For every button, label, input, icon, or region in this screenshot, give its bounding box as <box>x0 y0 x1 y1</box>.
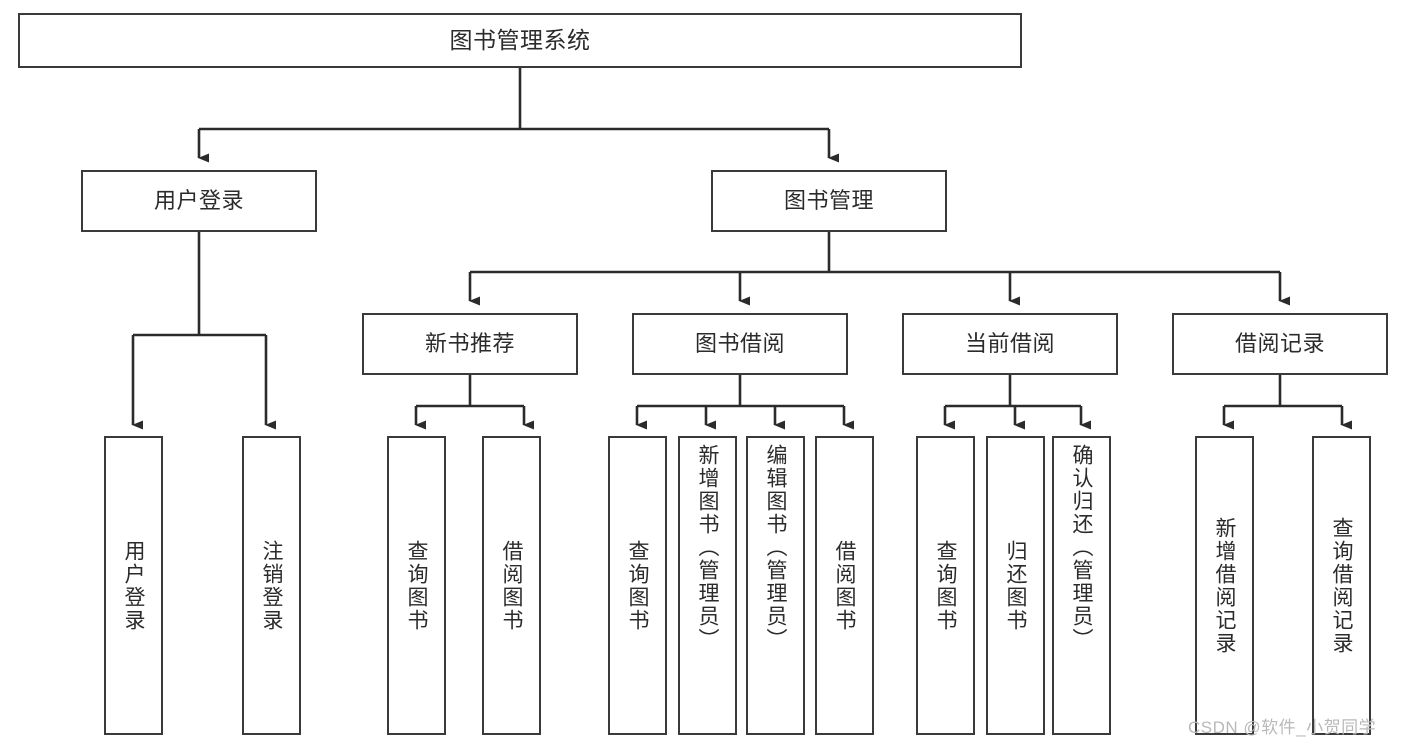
node-leaf-add-record-label: 新增借阅记录 <box>1213 516 1236 655</box>
node-leaf-query-book-2[interactable]: 查询图书 <box>608 436 667 735</box>
node-leaf-edit-book[interactable]: 编辑图书（管理员） <box>746 436 805 735</box>
node-current-borrow-label: 当前借阅 <box>964 331 1055 357</box>
node-leaf-borrow-book-2-label: 借阅图书 <box>833 539 856 632</box>
node-leaf-confirm-return-label: 确认归还（管理员） <box>1070 444 1093 651</box>
node-leaf-add-book[interactable]: 新增图书（管理员） <box>678 436 737 735</box>
node-book-manage-label: 图书管理 <box>783 188 874 214</box>
node-leaf-return-book[interactable]: 归还图书 <box>986 436 1045 735</box>
node-user-login[interactable]: 用户登录 <box>81 170 317 232</box>
watermark: CSDN @软件_小贺同学 <box>1188 718 1377 737</box>
node-root-label: 图书管理系统 <box>449 27 591 54</box>
node-leaf-add-record[interactable]: 新增借阅记录 <box>1195 436 1254 735</box>
node-leaf-query-book-3-label: 查询图书 <box>934 539 957 632</box>
node-leaf-user-login[interactable]: 用户登录 <box>104 436 163 735</box>
node-leaf-query-book-1-label: 查询图书 <box>405 539 428 632</box>
node-leaf-borrow-book-2[interactable]: 借阅图书 <box>815 436 874 735</box>
node-leaf-borrow-book-1-label: 借阅图书 <box>500 539 523 632</box>
node-borrow-record-label: 借阅记录 <box>1234 331 1325 357</box>
node-book-borrow-label: 图书借阅 <box>694 331 785 357</box>
node-leaf-borrow-book-1[interactable]: 借阅图书 <box>482 436 541 735</box>
node-leaf-user-logout-label: 注销登录 <box>260 539 283 632</box>
node-book-borrow[interactable]: 图书借阅 <box>632 313 848 375</box>
node-leaf-query-book-1[interactable]: 查询图书 <box>387 436 446 735</box>
node-leaf-query-book-2-label: 查询图书 <box>626 539 649 632</box>
node-leaf-confirm-return[interactable]: 确认归还（管理员） <box>1052 436 1111 735</box>
node-book-manage[interactable]: 图书管理 <box>711 170 947 232</box>
node-current-borrow[interactable]: 当前借阅 <box>902 313 1118 375</box>
node-new-book-recommend[interactable]: 新书推荐 <box>362 313 578 375</box>
node-leaf-return-book-label: 归还图书 <box>1004 539 1027 632</box>
node-leaf-query-book-3[interactable]: 查询图书 <box>916 436 975 735</box>
node-leaf-edit-book-label: 编辑图书（管理员） <box>764 444 787 651</box>
node-borrow-record[interactable]: 借阅记录 <box>1172 313 1388 375</box>
node-leaf-user-login-label: 用户登录 <box>122 539 145 632</box>
node-leaf-add-book-label: 新增图书（管理员） <box>696 444 719 651</box>
node-user-login-label: 用户登录 <box>153 188 244 214</box>
node-leaf-query-record-label: 查询借阅记录 <box>1330 516 1353 655</box>
node-leaf-user-logout[interactable]: 注销登录 <box>242 436 301 735</box>
node-new-book-recommend-label: 新书推荐 <box>424 331 515 357</box>
node-leaf-query-record[interactable]: 查询借阅记录 <box>1312 436 1371 735</box>
node-root[interactable]: 图书管理系统 <box>18 13 1022 68</box>
